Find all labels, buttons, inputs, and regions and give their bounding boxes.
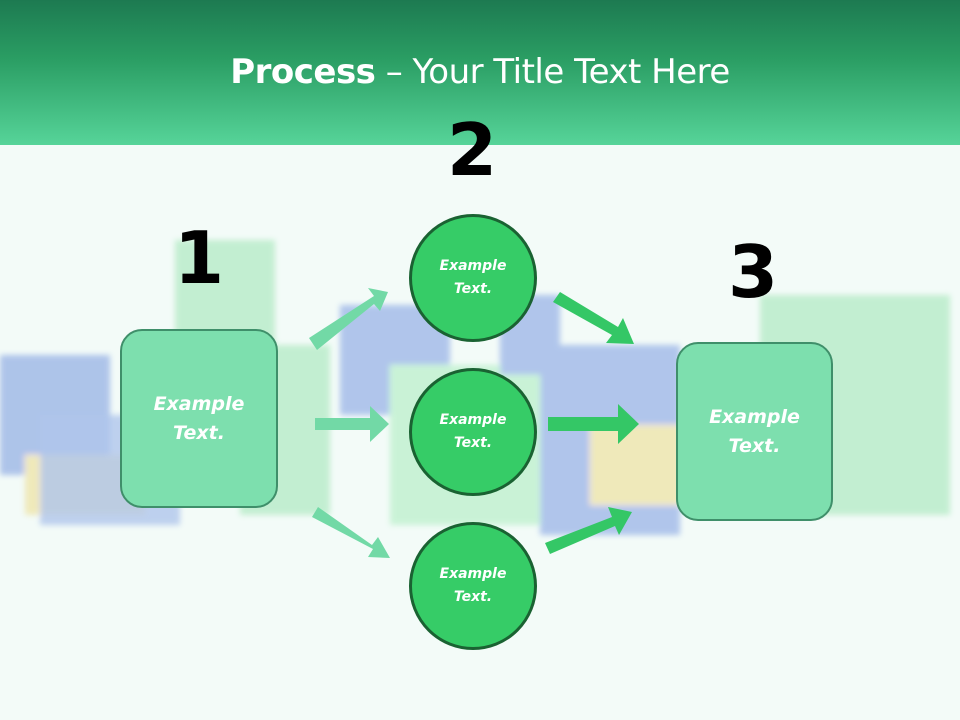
- step-1-text-line2: Text.: [173, 421, 225, 444]
- circle-text-line1: Example: [439, 412, 507, 428]
- step-number-3: 3: [727, 230, 779, 314]
- step-number-1: 1: [173, 216, 225, 300]
- arrow-2-to-3-bottom: [545, 507, 632, 554]
- arrow-1-to-2-bottom: [312, 507, 390, 558]
- step-3-text-line2: Text.: [728, 434, 781, 457]
- slide-title: Process – Your Title Text Here: [230, 52, 730, 92]
- circle-text-line2: Text.: [453, 435, 493, 451]
- step-3-text-line1: Example: [709, 405, 800, 428]
- title-bar: Process – Your Title Text Here: [0, 0, 960, 145]
- arrow-1-to-2-middle: [315, 406, 389, 442]
- arrow-1-to-2-top: [309, 288, 388, 350]
- step-number-2: 2: [446, 108, 498, 192]
- circle-text-line2: Text.: [453, 589, 493, 605]
- circle-text-line1: Example: [439, 566, 507, 582]
- step-1-text-line1: Example: [153, 392, 245, 415]
- arrow-2-to-3-middle: [548, 404, 639, 444]
- circle-text-line1: Example: [439, 258, 507, 274]
- circle-text-line2: Text.: [453, 281, 493, 297]
- arrow-2-to-3-top: [553, 292, 634, 344]
